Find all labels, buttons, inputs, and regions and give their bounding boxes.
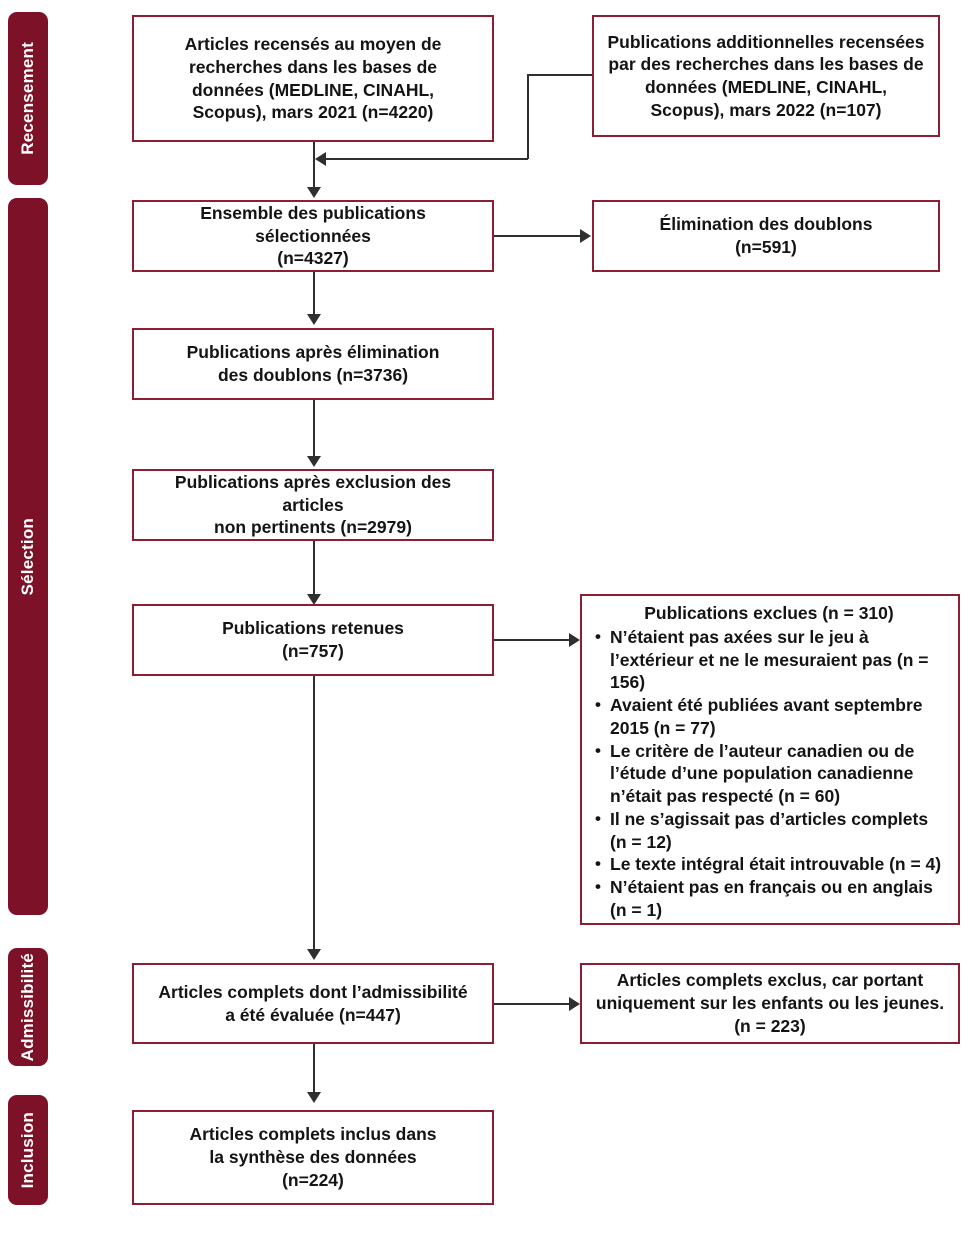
box-additional-records: Publications additionnelles recensées pa… — [592, 15, 940, 137]
arrowhead-retained-to-fulltext — [307, 949, 321, 960]
arrowhead-fulltext-to-included — [307, 1092, 321, 1103]
arrowhead-additional-to-trunk — [315, 152, 326, 166]
box-excluded-title: Publications exclues (n = 310) — [644, 603, 894, 623]
box-retained: Publications retenues (n=757) — [132, 604, 494, 676]
connector-irrelevant-to-retained — [313, 541, 315, 596]
box-retained-text: Publications retenues (n=757) — [222, 618, 404, 661]
list-item: Il ne s’agissait pas d’articles complets… — [595, 808, 948, 854]
list-item: N’étaient pas axées sur le jeu à l’extér… — [595, 626, 948, 694]
box-after-duplicates: Publications après élimination des doubl… — [132, 328, 494, 400]
connector-fulltext-to-excluded — [494, 1003, 570, 1005]
arrowhead-irrelevant-to-retained — [307, 594, 321, 605]
box-after-duplicates-text: Publications après élimination des doubl… — [186, 342, 440, 385]
box-full-text-excluded-text: Articles complets exclus, car portant un… — [595, 970, 945, 1036]
stage-band-selection: Sélection — [8, 198, 48, 915]
connector-retained-to-excluded — [494, 639, 570, 641]
box-after-irrelevant: Publications après exclusion des article… — [132, 469, 494, 541]
stage-band-recensement: Recensement — [8, 12, 48, 185]
box-full-text-assessed-text: Articles complets dont l’admissibilité a… — [158, 981, 468, 1025]
box-all-selected: Ensemble des publications sélectionnées … — [132, 200, 494, 272]
stage-band-label-recensement: Recensement — [18, 42, 37, 155]
stage-band-label-selection: Sélection — [18, 517, 37, 596]
box-included-text: Articles complets inclus dans la synthès… — [189, 1124, 437, 1190]
connector-additional-to-trunk-bottom — [326, 158, 528, 160]
box-full-text-excluded: Articles complets exclus, car portant un… — [580, 963, 960, 1044]
arrowhead-selected-to-after-duplicates — [307, 314, 321, 325]
list-item: Le critère de l’auteur canadien ou de l’… — [595, 740, 948, 808]
arrowhead-fulltext-to-excluded — [569, 997, 580, 1011]
connector-selected-to-after-duplicates — [313, 272, 315, 316]
list-item: Avaient été publiées avant septembre 201… — [595, 694, 948, 740]
connector-additional-to-trunk-vertical — [527, 74, 529, 159]
connector-fulltext-to-included — [313, 1044, 315, 1094]
connector-identified-to-selected — [313, 142, 315, 189]
arrowhead-selected-to-duplicates — [580, 229, 591, 243]
connector-additional-to-trunk-top — [528, 74, 592, 76]
connector-selected-to-duplicates — [494, 235, 581, 237]
box-identified-databases: Articles recensés au moyen de recherches… — [132, 15, 494, 142]
arrowhead-retained-to-excluded — [569, 633, 580, 647]
box-excluded-publications: Publications exclues (n = 310) N’étaient… — [580, 594, 960, 925]
box-duplicates-removed-text: Élimination des doublons (n=591) — [659, 214, 873, 257]
box-full-text-assessed: Articles complets dont l’admissibilité a… — [132, 963, 494, 1044]
box-identified-databases-text: Articles recensés au moyen de recherches… — [184, 34, 442, 123]
box-additional-records-text: Publications additionnelles recensées pa… — [607, 31, 925, 120]
arrowhead-after-duplicates-to-irrelevant — [307, 456, 321, 467]
stage-band-admissibilite: Admissibilité — [8, 948, 48, 1066]
connector-retained-to-fulltext — [313, 676, 315, 951]
connector-after-duplicates-to-irrelevant — [313, 400, 315, 458]
stage-band-label-admissibilite: Admissibilité — [18, 952, 37, 1062]
list-item: Le texte intégral était introuvable (n =… — [595, 853, 948, 876]
stage-band-label-inclusion: Inclusion — [18, 1111, 37, 1189]
stage-band-inclusion: Inclusion — [8, 1095, 48, 1205]
box-all-selected-text: Ensemble des publications sélectionnées … — [200, 202, 426, 269]
arrowhead-identified-to-selected — [307, 187, 321, 198]
excluded-reasons-list: N’étaient pas axées sur le jeu à l’extér… — [590, 626, 948, 922]
box-after-irrelevant-text: Publications après exclusion des article… — [174, 471, 452, 538]
box-duplicates-removed: Élimination des doublons (n=591) — [592, 200, 940, 272]
box-included: Articles complets inclus dans la synthès… — [132, 1110, 494, 1205]
list-item: N’étaient pas en français ou en anglais … — [595, 876, 948, 922]
